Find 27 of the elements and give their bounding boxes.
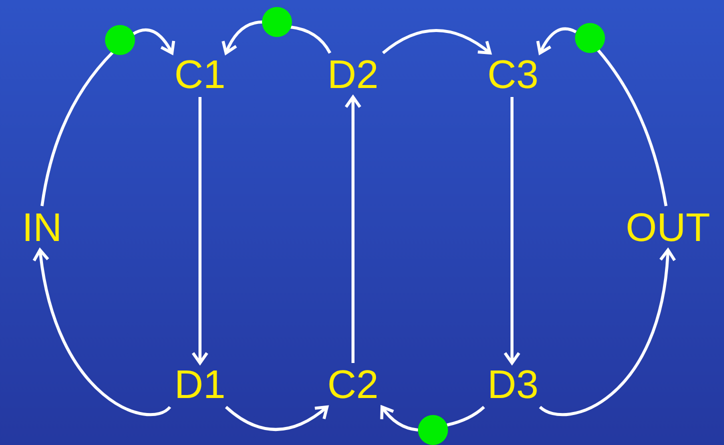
arrow: [33, 248, 171, 416]
arrow: [344, 96, 362, 363]
arrow: [536, 27, 577, 54]
arrow: [192, 97, 208, 364]
arrow: [382, 29, 492, 54]
node-label: D2: [315, 53, 391, 97]
node-label: OUT: [616, 206, 720, 250]
arrow: [222, 20, 264, 54]
arrow: [380, 406, 418, 432]
connector-line: [596, 49, 668, 206]
dot-marker: [105, 25, 135, 55]
arrow: [504, 97, 520, 364]
dot-marker: [418, 415, 448, 445]
arrow: [539, 248, 676, 416]
dot-marker: [262, 7, 292, 37]
arrow: [132, 28, 175, 54]
node-label: D3: [475, 363, 551, 407]
node-label: D1: [163, 363, 237, 407]
connector-line: [290, 26, 332, 54]
node-label: C2: [315, 363, 391, 407]
connector-line: [446, 406, 485, 426]
dot-marker: [575, 23, 605, 53]
node-label: IN: [16, 206, 68, 250]
node-label: C3: [475, 53, 551, 97]
node-label: C1: [163, 53, 237, 97]
arrow: [225, 406, 328, 431]
connector-line: [40, 50, 114, 206]
